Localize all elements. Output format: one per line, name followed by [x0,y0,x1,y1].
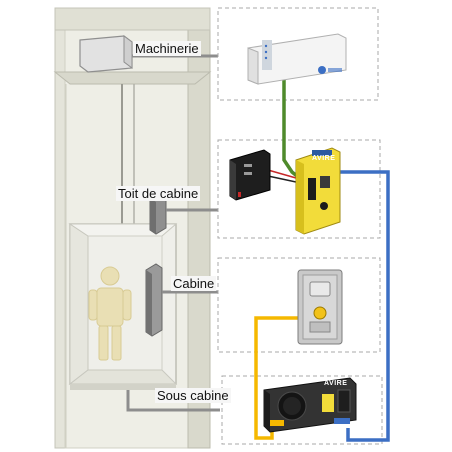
brand-avire-top: AVIRE [312,155,336,162]
wire-red-black [267,169,297,183]
person-figure [88,266,132,361]
label-toit-de-cabine: Toit de cabine [116,186,201,201]
label-sous-cabine: Sous cabine [155,388,231,403]
label-cabine: Cabine [171,276,217,291]
cabin-push-panel [297,269,343,345]
avire-emergency-unit [295,147,341,235]
blue-wire [338,170,390,442]
roof-interface-module [229,149,271,201]
leader-lines [126,54,220,412]
label-machinerie: Machinerie [133,41,201,56]
machine-room-unit [79,35,133,73]
yellow-wire [254,316,302,440]
cabin-panel-device [145,263,163,337]
roof-device [149,191,167,235]
machine-room-modem [247,33,347,85]
under-cabin-speaker-unit [263,377,357,433]
brand-avire-bottom: AVIRE [324,380,348,387]
